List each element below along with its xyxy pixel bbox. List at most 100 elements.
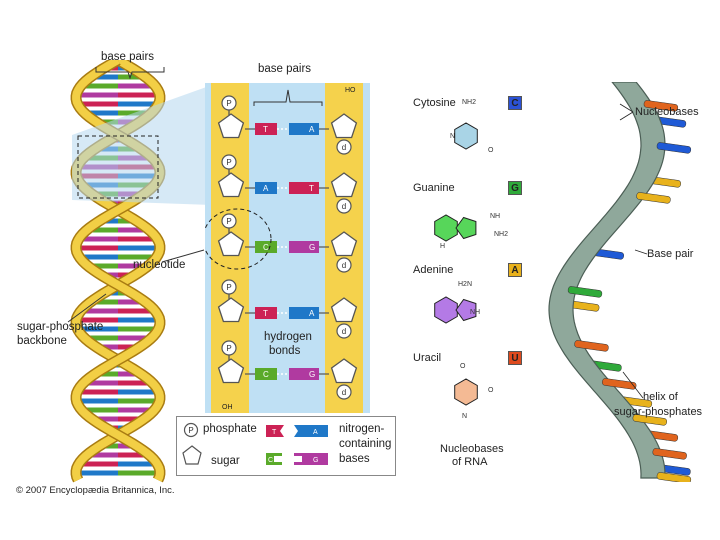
sugar-pentagon bbox=[217, 358, 245, 384]
rna-helix-illustration bbox=[548, 82, 692, 482]
base-right bbox=[289, 368, 319, 380]
phosphate-letter: d bbox=[342, 143, 346, 152]
phosphate-circle bbox=[336, 323, 352, 339]
sugar-pentagon bbox=[217, 231, 245, 257]
base-right bbox=[289, 307, 319, 319]
legend-nitrogen-label-1: nitrogen- bbox=[339, 423, 385, 435]
phosphate-letter: d bbox=[342, 327, 346, 336]
legend-base-shapes: T A C G bbox=[266, 425, 328, 465]
base-right bbox=[289, 123, 319, 135]
helix-rung-half bbox=[86, 452, 118, 458]
legend-nitrogen-label-2: containing bbox=[339, 438, 392, 450]
base-right-letter: A bbox=[309, 125, 315, 134]
phosphate-letter: P bbox=[226, 283, 231, 292]
chem-atom-label: NH2 bbox=[462, 99, 476, 106]
helix-rung-half bbox=[118, 335, 152, 341]
rna-caption-line-2: of RNA bbox=[452, 456, 488, 468]
helix-rung-half bbox=[81, 407, 118, 413]
sugar-pentagon bbox=[330, 358, 358, 384]
chem-atom-label: H bbox=[440, 243, 445, 250]
base-left bbox=[255, 307, 277, 319]
sugar-pentagon bbox=[217, 172, 245, 198]
nucleobase-rung bbox=[636, 192, 671, 204]
svg-text:G: G bbox=[313, 457, 318, 464]
helix-rung-half bbox=[87, 263, 118, 269]
helix-rung-half bbox=[76, 470, 118, 476]
helix-rung-half bbox=[96, 344, 118, 350]
oh-label: OH bbox=[222, 404, 233, 411]
chem-atom-label: NH bbox=[490, 213, 500, 220]
helix-rung-half bbox=[118, 461, 158, 467]
legend-phosphate-label: phosphate bbox=[203, 423, 257, 435]
nucleobase-name-adenine: Adenine bbox=[413, 264, 454, 276]
helix-rung-half bbox=[118, 245, 160, 251]
nucleobase-rung bbox=[632, 414, 667, 426]
legend-sugar-icon bbox=[182, 445, 202, 465]
nucleobases-helix-label: Nucleobases bbox=[635, 106, 699, 118]
legend-phosphate-icon: P bbox=[183, 422, 199, 438]
helix-rung-half bbox=[94, 371, 118, 377]
nucleobase-rung bbox=[652, 448, 687, 460]
helix-rung-half bbox=[118, 317, 160, 323]
chem-atom-label: O bbox=[488, 387, 494, 394]
helix-rung-half bbox=[118, 470, 160, 476]
helix-rung-half bbox=[118, 227, 150, 233]
zoom-highlight-box bbox=[72, 85, 212, 205]
nucleobase-name-uracil: Uracil bbox=[413, 352, 442, 364]
helix-rung-half bbox=[118, 263, 149, 269]
hydrogen-bonds-label-2: bonds bbox=[269, 345, 301, 357]
phosphate-letter: d bbox=[342, 261, 346, 270]
helix-rung-half bbox=[118, 74, 146, 80]
phosphate-circle bbox=[336, 257, 352, 273]
helix-rung-half bbox=[76, 317, 118, 323]
helix-rung-half bbox=[77, 326, 118, 332]
chem-atom-label: O bbox=[460, 363, 466, 370]
base-pair-helix-label: Base pair bbox=[647, 248, 694, 260]
helix-rung-half bbox=[118, 83, 156, 89]
sugar-pentagon bbox=[217, 113, 245, 139]
nucleobase-tile-u: U bbox=[508, 351, 522, 365]
svg-text:P: P bbox=[188, 426, 193, 435]
base-pairs-detail-bracket bbox=[253, 89, 323, 106]
helix-rung-half bbox=[80, 83, 118, 89]
sugar-phosphate-pointer bbox=[67, 293, 107, 323]
base-left-letter: A bbox=[263, 184, 269, 193]
hydrogen-bonds-label-1: hydrogen bbox=[264, 331, 312, 343]
helix-rung-half bbox=[79, 254, 118, 260]
chem-atom-label: NH2 bbox=[494, 231, 508, 238]
sugar-pentagon bbox=[330, 297, 358, 323]
sugar-pentagon bbox=[217, 297, 245, 323]
nucleobase-name-cytosine: Cytosine bbox=[413, 97, 456, 109]
base-right bbox=[289, 241, 319, 253]
nucleobase-rung bbox=[656, 142, 692, 154]
helix-rung-half bbox=[84, 110, 118, 116]
helix-of-label-1: helix of bbox=[643, 391, 678, 403]
nucleobase-ring bbox=[455, 216, 477, 240]
helix-rung-half bbox=[77, 389, 118, 395]
nucleobase-ring bbox=[454, 122, 478, 150]
base-left-letter: T bbox=[263, 125, 268, 134]
helix-rung-half bbox=[90, 74, 118, 80]
base-right-letter: G bbox=[309, 370, 315, 379]
helix-rung-half bbox=[118, 254, 157, 260]
helix-rung-half bbox=[118, 344, 140, 350]
helix-rung-half bbox=[118, 371, 142, 377]
helix-of-label-2: sugar-phosphates bbox=[614, 406, 703, 418]
helix-rung-half bbox=[118, 380, 153, 386]
base-right-letter: G bbox=[309, 243, 315, 252]
base-left bbox=[255, 368, 277, 380]
helix-rung-half bbox=[76, 245, 118, 251]
nucleobase-rung bbox=[602, 378, 637, 390]
helix-rung-half bbox=[118, 407, 155, 413]
chem-atom-label: N bbox=[450, 133, 455, 140]
svg-text:A: A bbox=[313, 429, 318, 436]
helix-rung-half bbox=[118, 389, 159, 395]
nucleobase-rung bbox=[574, 340, 609, 352]
helix-rung-half bbox=[84, 335, 118, 341]
base-left bbox=[255, 182, 277, 194]
nucleobase-rung bbox=[643, 100, 679, 112]
